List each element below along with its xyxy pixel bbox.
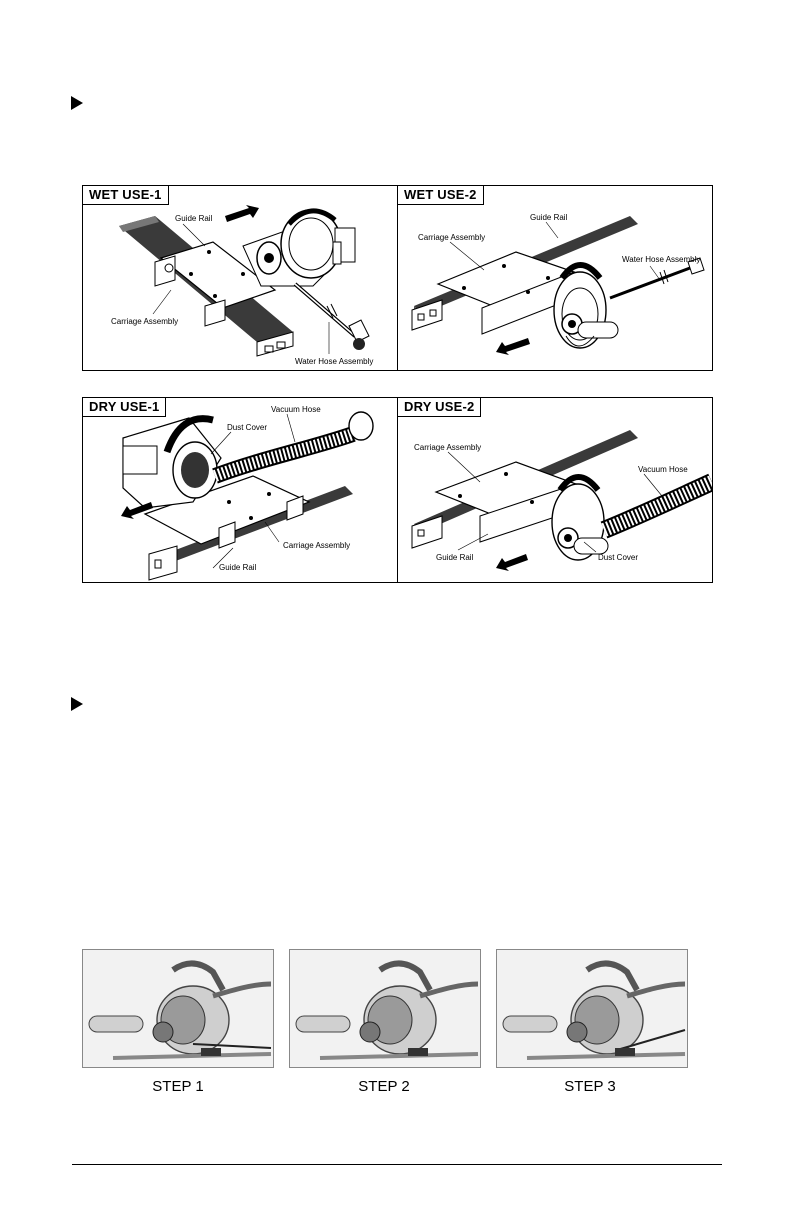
label-dust-cover: Dust Cover bbox=[227, 423, 267, 432]
step-2-label: STEP 2 bbox=[324, 1078, 444, 1095]
section-bullet-1 bbox=[71, 96, 83, 110]
wet-use-2-panel: WET USE-2 Guide Rail Carriage Assembly bbox=[397, 185, 713, 371]
dry-use-2-illustration: Carriage Assembly Vacuum Hose Guide Rail… bbox=[398, 398, 712, 582]
label-vacuum-hose: Vacuum Hose bbox=[271, 405, 321, 414]
panel-title: WET USE-1 bbox=[83, 186, 169, 205]
label-guide-rail: Guide Rail bbox=[219, 563, 257, 572]
label-carriage-assembly: Carriage Assembly bbox=[414, 443, 481, 452]
panel-title: DRY USE-1 bbox=[83, 398, 166, 417]
label-water-hose: Water Hose Assembly bbox=[295, 357, 373, 366]
step-3-label: STEP 3 bbox=[530, 1078, 650, 1095]
label-dust-cover: Dust Cover bbox=[598, 553, 638, 562]
wet-use-1-panel: WET USE-1 Guide Rail bbox=[82, 185, 398, 371]
step-1-photo bbox=[82, 949, 274, 1068]
wet-use-2-illustration: Guide Rail Carriage Assembly Water Hose … bbox=[398, 186, 712, 370]
panel-title: WET USE-2 bbox=[398, 186, 484, 205]
dry-use-2-panel: DRY USE-2 Carriage Assembly Vacuum Hose … bbox=[397, 397, 713, 583]
panel-title: DRY USE-2 bbox=[398, 398, 481, 417]
label-water-hose: Water Hose Assembly bbox=[622, 255, 700, 264]
label-carriage-assembly: Carriage Assembly bbox=[111, 317, 178, 326]
label-guide-rail: Guide Rail bbox=[436, 553, 474, 562]
wet-use-1-illustration: Guide Rail Carriage Assembly Water Hose … bbox=[83, 186, 397, 370]
step-1-label: STEP 1 bbox=[118, 1078, 238, 1095]
label-guide-rail: Guide Rail bbox=[530, 213, 568, 222]
dry-use-1-panel: DRY USE-1 Dust Cover Vacuum Hose Carriag… bbox=[82, 397, 398, 583]
step-2-photo bbox=[289, 949, 481, 1068]
step-3-photo bbox=[496, 949, 688, 1068]
label-carriage-assembly: Carriage Assembly bbox=[418, 233, 485, 242]
footer-divider bbox=[72, 1164, 722, 1165]
section-bullet-2 bbox=[71, 697, 83, 711]
label-vacuum-hose: Vacuum Hose bbox=[638, 465, 688, 474]
label-carriage-assembly: Carriage Assembly bbox=[283, 541, 350, 550]
dry-use-1-illustration: Dust Cover Vacuum Hose Carriage Assembly… bbox=[83, 398, 397, 582]
label-guide-rail: Guide Rail bbox=[175, 214, 213, 223]
